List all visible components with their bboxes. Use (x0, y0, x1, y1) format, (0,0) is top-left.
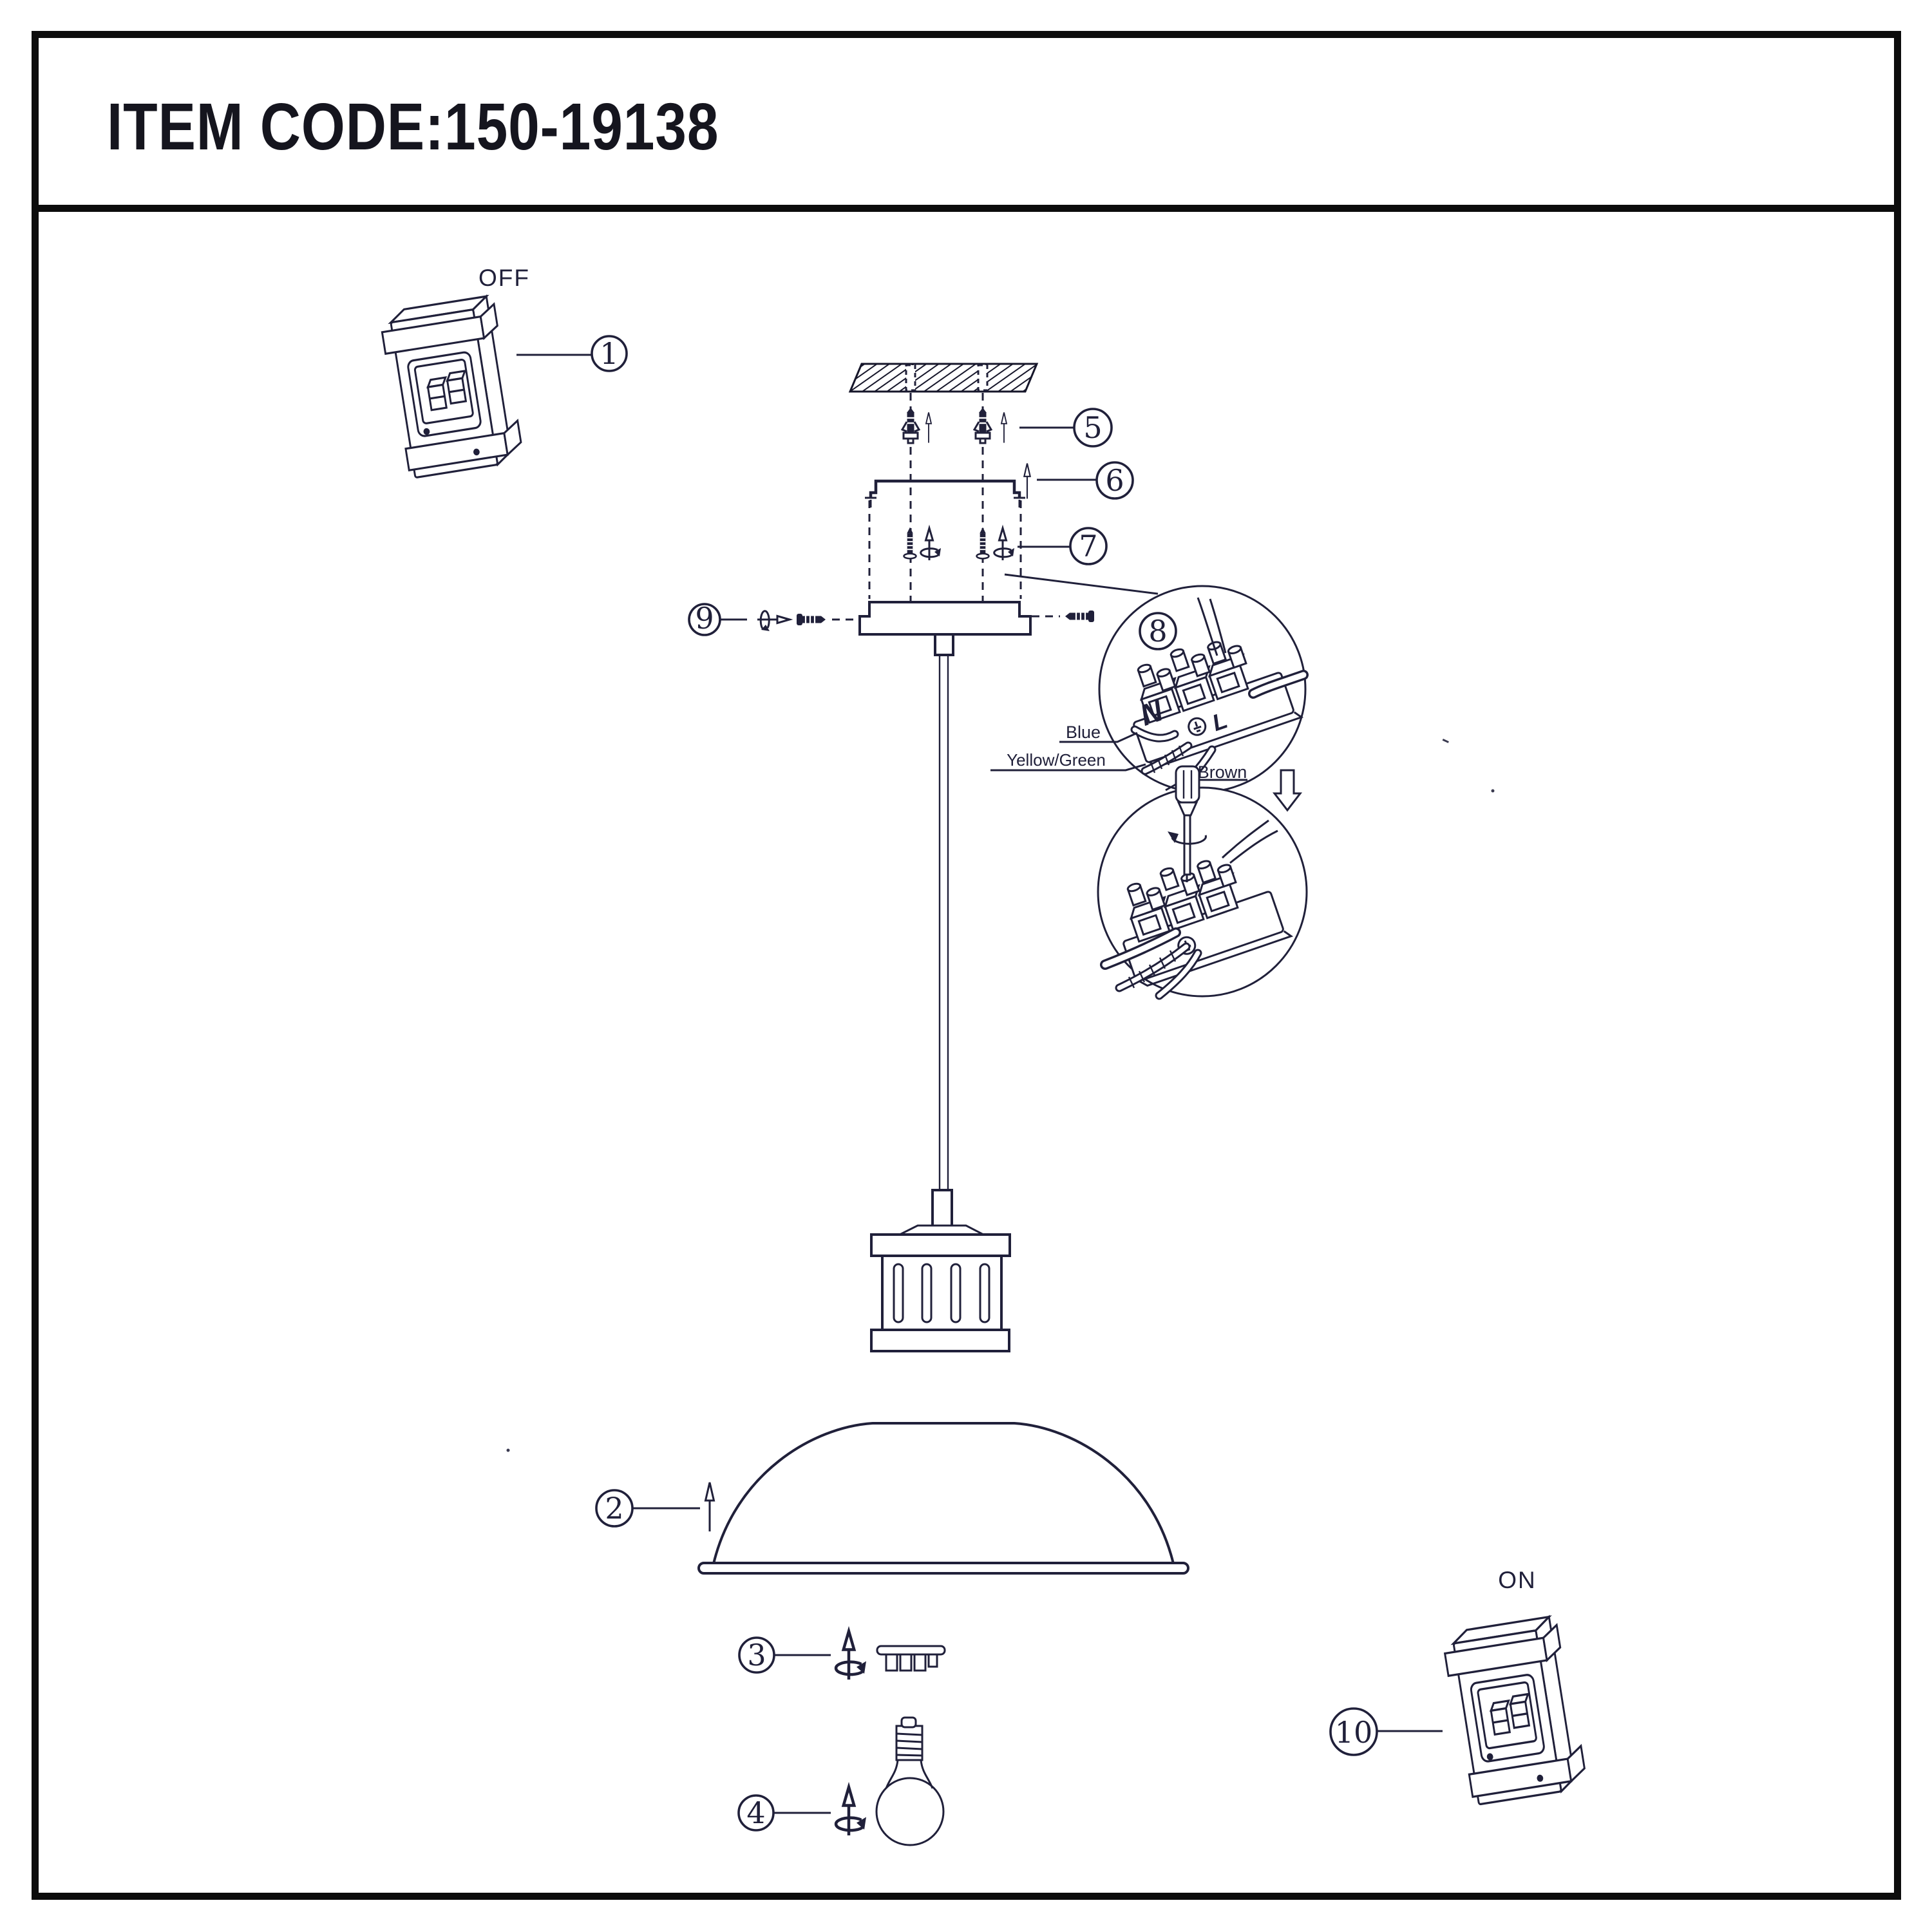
svg-text:6: 6 (1105, 463, 1124, 498)
svg-text:4: 4 (746, 1795, 765, 1830)
callout-8: 8 (1139, 612, 1177, 650)
yellow-green-wire-label: Yellow/Green (1007, 750, 1106, 770)
breaker-off: OFF 1 (378, 265, 628, 480)
dome-shade (697, 1422, 1189, 1575)
svg-text:8: 8 (1148, 614, 1167, 649)
svg-text:1: 1 (600, 336, 618, 371)
brown-wire-label: Brown (1198, 762, 1247, 782)
on-label: ON (1498, 1567, 1537, 1593)
tightening-detail-view (1097, 765, 1308, 1000)
blue-wire-label: Blue (1066, 723, 1101, 742)
mounting-bracket (865, 479, 1025, 507)
lamp-socket (870, 1189, 1011, 1352)
anchors (901, 406, 1007, 444)
svg-text:7: 7 (1079, 529, 1097, 564)
shade-ring (836, 1631, 946, 1680)
next-step-arrow (1272, 769, 1303, 812)
callout-5-group: 5 (1019, 408, 1113, 448)
scan-specks (506, 738, 1495, 1452)
svg-text:3: 3 (747, 1638, 766, 1672)
callout-2-group: 2 (595, 1489, 700, 1528)
bracket-arrow (1023, 462, 1031, 500)
svg-text:2: 2 (605, 1491, 623, 1526)
wiring-detail-view: N L Blue Yellow/Green (990, 573, 1309, 793)
callout-6-group: 6 (1037, 461, 1134, 500)
sleeve-hatching (1150, 745, 1184, 773)
callout-4-group: 4 (737, 1794, 831, 1832)
callout-7-group: 7 (1018, 527, 1108, 565)
page-border (32, 31, 1901, 1900)
suspension-rod (938, 655, 949, 1191)
svg-text:10: 10 (1335, 1715, 1373, 1750)
guide-lines (868, 393, 1022, 601)
screwdriver-icon (1168, 765, 1207, 882)
item-code-title: ITEM CODE:150-19138 (107, 90, 719, 164)
svg-text:9: 9 (695, 601, 714, 636)
ceiling (848, 363, 1039, 393)
breaker-on: ON 10 (1329, 1567, 1589, 1807)
callout-9: 9 (688, 601, 721, 636)
sleeve-hatching-2 (1128, 950, 1177, 989)
canopy (720, 601, 1095, 656)
bracket-screws (903, 526, 1016, 562)
callout-1: 1 (591, 335, 628, 372)
callout-3-group: 3 (738, 1636, 831, 1674)
light-bulb (836, 1716, 945, 1846)
svg-text:5: 5 (1083, 410, 1102, 445)
off-label: OFF (478, 265, 530, 291)
header-divider (32, 205, 1901, 212)
callout-10: 10 (1329, 1707, 1378, 1756)
